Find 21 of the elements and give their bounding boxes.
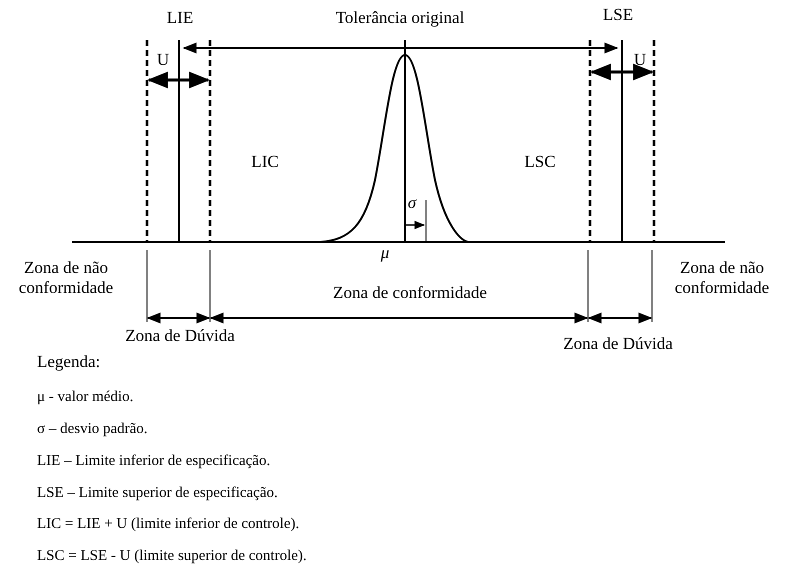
symbol-label: σ [408, 193, 416, 214]
legend-text: μ - valor médio. [37, 388, 134, 406]
legend-text: LSC = LSE - U (limite superior de controle). [37, 547, 307, 565]
legend-text: LSE – Limite superior de especificação. [37, 484, 278, 502]
zone-label: Zona de Dúvida [563, 334, 673, 354]
limit-label: LIC [251, 152, 279, 172]
zone-label: Zona de não conformidade [18, 258, 114, 299]
legend-text: σ – desvio padrão. [37, 420, 148, 438]
legend-heading: Legenda: [37, 352, 100, 372]
dimension-label: Tolerância original [336, 8, 464, 28]
legend-text: LIC = LIE + U (limite inferior de controle). [37, 515, 300, 533]
symbol-label: μ [380, 243, 390, 264]
zone-label: Zona de Dúvida [125, 326, 235, 346]
limit-label: LIE [166, 8, 194, 28]
zone-label: Zona de não conformidade [674, 258, 770, 299]
dimension-label: U [156, 50, 170, 70]
dimension-label: U [634, 50, 646, 70]
limit-label: LSE [602, 5, 634, 26]
legend-text: LIE – Limite inferior de especificação. [37, 452, 270, 470]
zone-label: Zona de conformidade [333, 283, 487, 304]
limit-label: LSC [524, 152, 556, 172]
